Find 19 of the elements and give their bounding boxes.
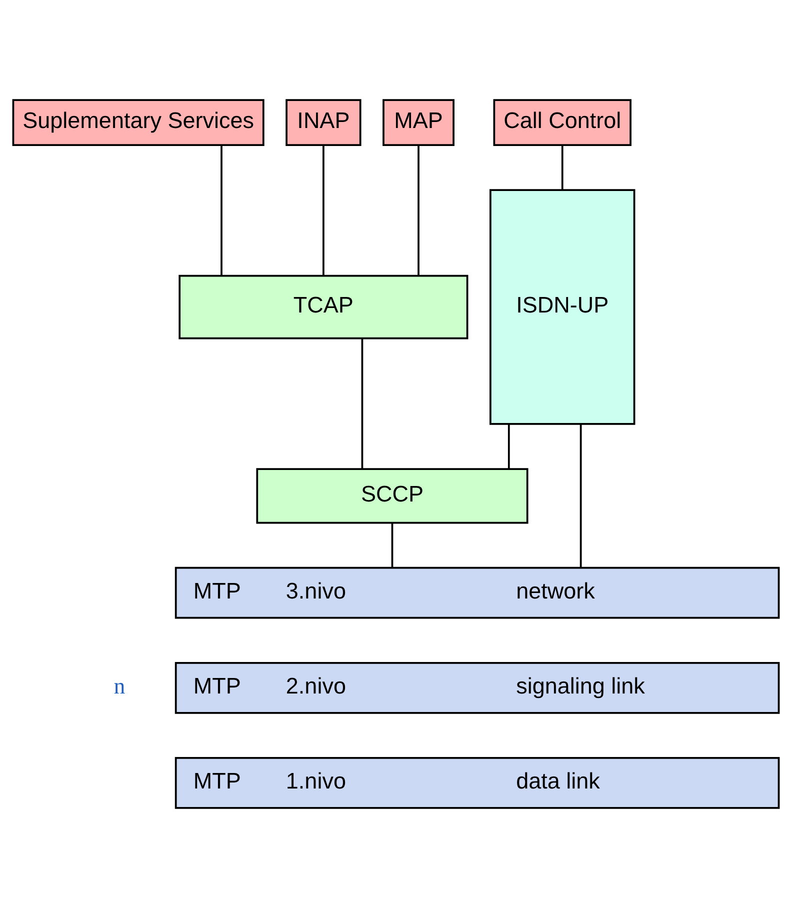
- node-box: Call Control: [493, 99, 632, 146]
- node-box: SCCP: [256, 468, 528, 524]
- connector: [508, 424, 510, 469]
- node-box: INAP: [286, 99, 362, 146]
- connector: [391, 522, 394, 568]
- connector: [361, 338, 364, 468]
- connector: [561, 145, 564, 190]
- connector: [220, 145, 222, 276]
- node-box: MTP 3.nivo network: [174, 566, 780, 619]
- node-box: ISDN-UP: [490, 189, 636, 425]
- connector: [580, 424, 582, 568]
- node-box: MTP 2.nivo signaling link: [174, 662, 780, 714]
- node-box: MAP: [382, 99, 454, 146]
- connector: [418, 145, 420, 276]
- label: n: [114, 673, 126, 698]
- connector: [322, 145, 324, 276]
- node-box: TCAP: [178, 274, 468, 340]
- node-box: Suplementary Services: [12, 99, 264, 146]
- node-box: MTP 1.nivo data link: [174, 757, 780, 809]
